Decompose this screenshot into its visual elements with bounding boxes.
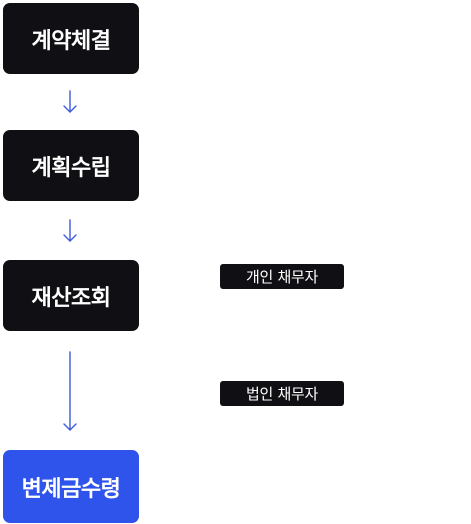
- step-asset-inquiry-label: 재산조회: [31, 285, 111, 311]
- step-repayment-label: 변제금수령: [21, 476, 121, 502]
- step-planning-label: 계획수립: [31, 155, 111, 181]
- step-contract: 계약체결: [3, 3, 139, 74]
- tag-corporate-debtor-label: 법인 채무자: [246, 385, 318, 403]
- arrow-2: [63, 219, 77, 242]
- step-planning: 계획수립: [3, 130, 139, 201]
- step-contract-label: 계약체결: [31, 28, 111, 54]
- step-repayment: 변제금수령: [3, 450, 139, 523]
- tag-corporate-debtor: 법인 채무자: [220, 381, 344, 406]
- tag-individual-debtor-label: 개인 채무자: [246, 268, 318, 286]
- arrow-3: [63, 351, 77, 431]
- step-asset-inquiry: 재산조회: [3, 260, 139, 331]
- tag-individual-debtor: 개인 채무자: [220, 264, 344, 289]
- arrow-1: [63, 90, 77, 113]
